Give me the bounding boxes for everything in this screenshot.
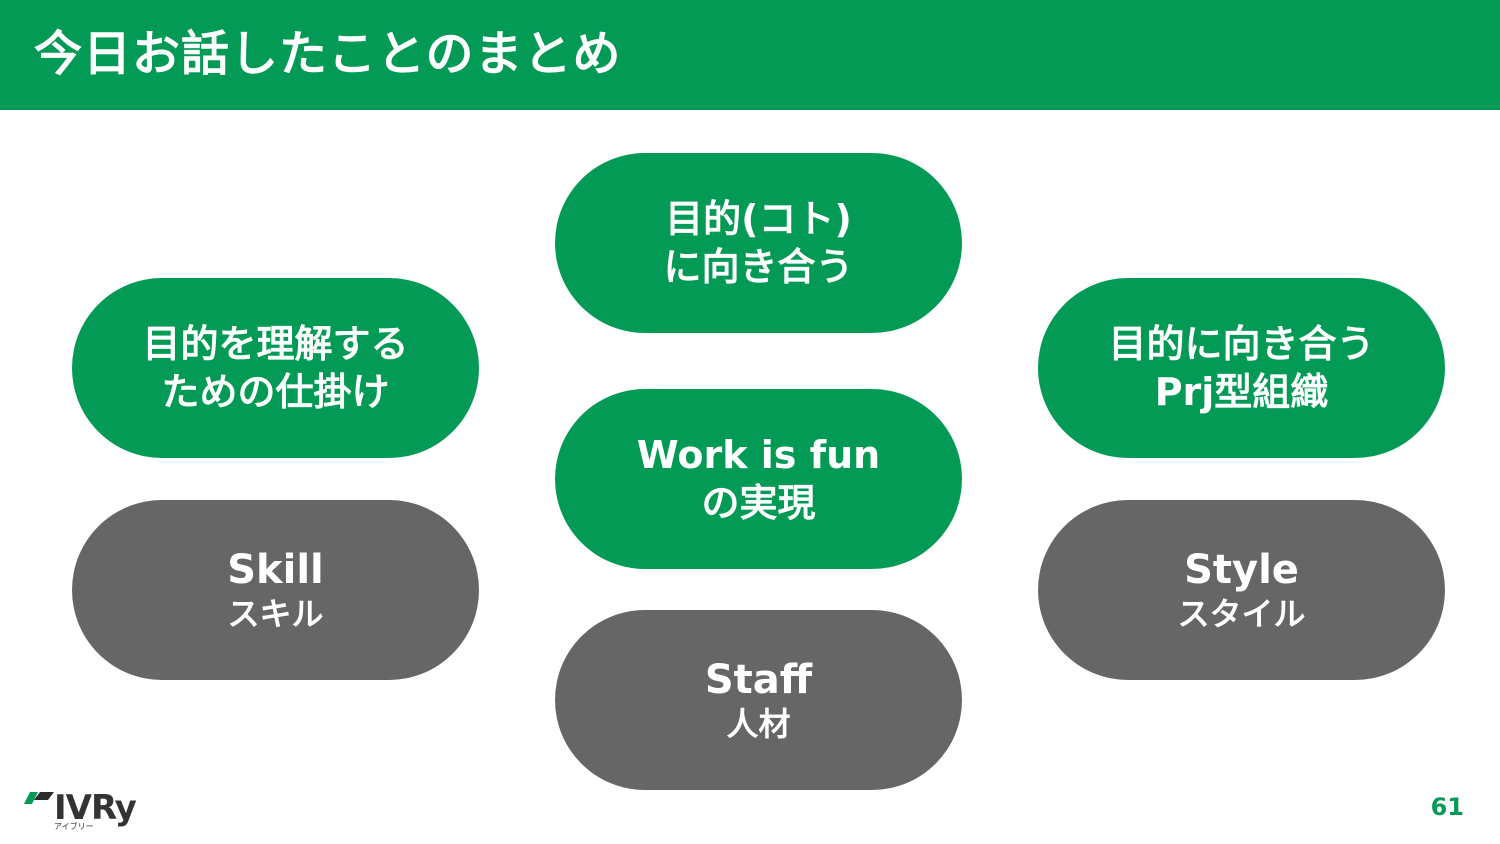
ivry-logo: IVRy アイブリー — [24, 788, 144, 834]
logo-subtext: アイブリー — [54, 822, 94, 831]
pill-line2: 人材 — [726, 705, 791, 743]
pill-line2: スタイル — [1177, 595, 1306, 633]
pill-line2: スキル — [227, 595, 324, 633]
slide-title: 今日お話したことのまとめ — [34, 26, 622, 82]
pill-line1: Style — [1184, 547, 1299, 593]
pill-understand: 目的を理解する ための仕掛け — [72, 278, 479, 458]
pill-purpose-face: 目的(コト) に向き合う — [555, 153, 962, 333]
pill-line1: Staff — [704, 657, 813, 703]
pill-line1: 目的を理解する — [142, 322, 409, 366]
ivry-mark-icon — [24, 792, 54, 804]
pill-skill: Skill スキル — [72, 500, 479, 680]
pill-line1: 目的(コト) — [665, 197, 852, 241]
pill-line1: Skill — [227, 547, 324, 593]
pill-line2: Prj型組織 — [1154, 370, 1329, 414]
pill-line1: 目的に向き合う — [1108, 322, 1375, 366]
pill-style: Style スタイル — [1038, 500, 1445, 680]
pill-project-org: 目的に向き合う Prj型組織 — [1038, 278, 1445, 458]
pill-line2: に向き合う — [663, 245, 854, 289]
header-bar: 今日お話したことのまとめ — [0, 0, 1500, 110]
pill-work-is-fun: Work is fun の実現 — [555, 389, 962, 569]
logo-wordmark: IVRy — [54, 788, 137, 828]
page-number: 61 — [1430, 793, 1464, 821]
pill-staff: Staff 人材 — [555, 610, 962, 790]
pill-line2: ための仕掛け — [161, 370, 390, 414]
pill-line1: Work is fun — [636, 433, 881, 477]
pill-line2: の実現 — [701, 481, 816, 525]
